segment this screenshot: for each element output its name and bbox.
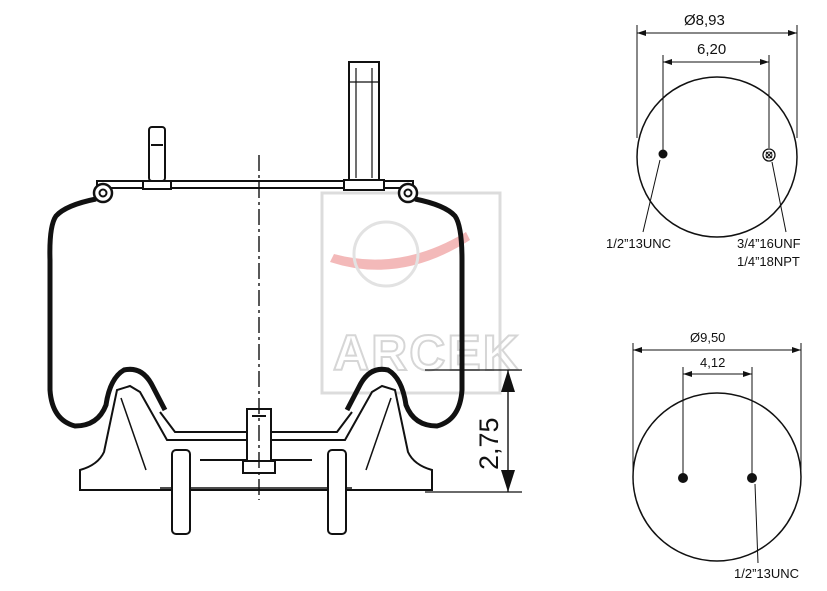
- air-fitting: [348, 61, 380, 181]
- watermark: ARCEK: [320, 191, 521, 395]
- right-crimp-inner: [403, 188, 413, 198]
- bottom-bolt-spacing: 4,12: [700, 355, 725, 370]
- top-plate-circle: [636, 76, 798, 238]
- watermark-text: ARCEK: [333, 325, 521, 381]
- right-crimp: [397, 182, 419, 204]
- top-right-port: [762, 148, 776, 162]
- height-dimension: 2,75: [474, 417, 504, 470]
- air-fitting-base: [343, 179, 385, 191]
- left-crimp-inner: [98, 188, 108, 198]
- bottom-left-hole: [678, 473, 688, 483]
- bottom-plate-view: [632, 343, 802, 564]
- bottom-right-hole: [747, 473, 757, 483]
- top-left-hole: [658, 149, 668, 159]
- top-outer-diameter: Ø8,93: [684, 12, 725, 29]
- side-view: [47, 61, 522, 535]
- bottom-thread: 1/2”13UNC: [734, 566, 799, 581]
- left-stud-nut: [142, 180, 172, 190]
- bottom-stud-left: [171, 449, 191, 535]
- bottom-plate-circle: [632, 392, 802, 562]
- watermark-swoosh: [330, 232, 470, 270]
- top-bolt-spacing: 6,20: [697, 41, 726, 58]
- top-plate-view: [636, 25, 798, 238]
- bottom-outer-diameter: Ø9,50: [690, 330, 725, 345]
- left-stud: [148, 126, 166, 182]
- top-right-thread-2: 1/4”18NPT: [737, 254, 800, 269]
- top-left-thread: 1/2”13UNC: [606, 236, 671, 251]
- top-right-thread-1: 3/4”16UNF: [737, 236, 801, 251]
- watermark-globe: [352, 220, 420, 288]
- bellows-left: [47, 196, 168, 429]
- bottom-stud-right: [327, 449, 347, 535]
- bellows-right: [344, 196, 465, 429]
- left-crimp: [92, 182, 114, 204]
